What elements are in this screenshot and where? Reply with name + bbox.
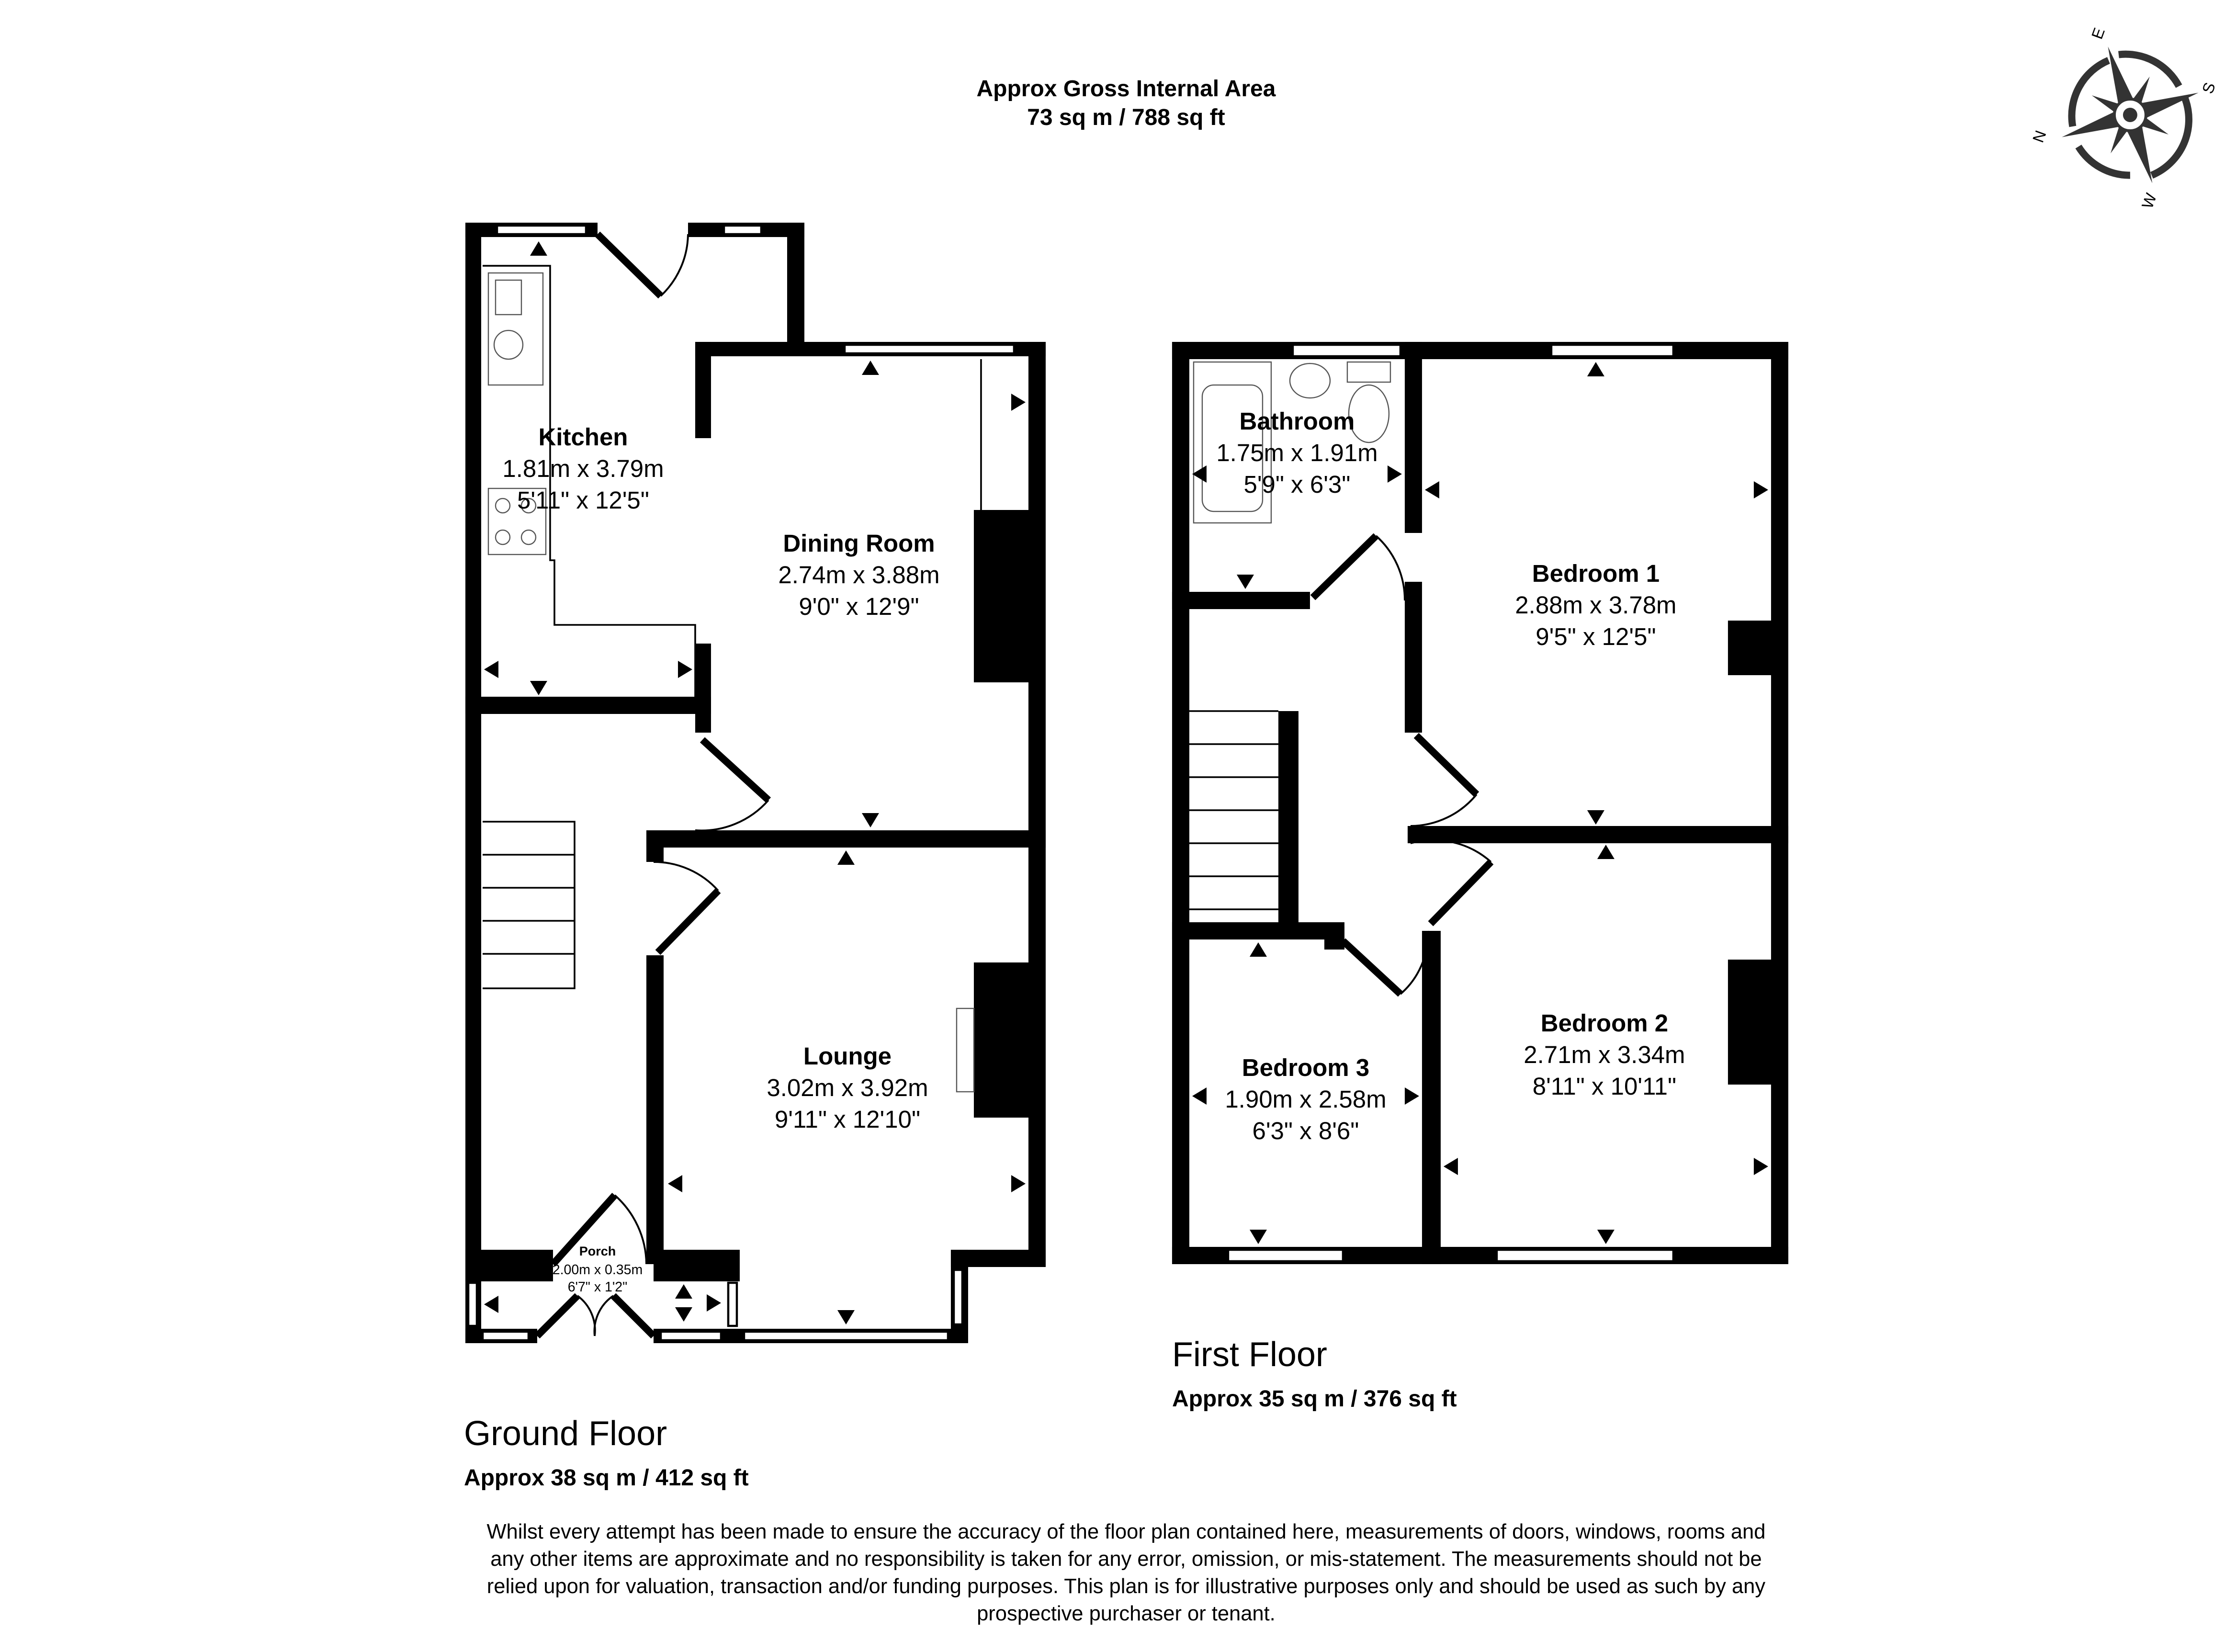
room-name: Kitchen <box>538 423 628 451</box>
compass-s: S <box>2199 80 2219 96</box>
header-title: Approx Gross Internal Area <box>977 76 1276 102</box>
bathroom-fittings <box>1193 361 1391 524</box>
room-imperial: 5'11" x 12'5" <box>517 487 649 514</box>
header-area: 73 sq m / 788 sq ft <box>1027 105 1225 130</box>
disclaimer: Whilst every attempt has been made to en… <box>487 1520 1766 1625</box>
disclaimer-line: Whilst every attempt has been made to en… <box>487 1520 1766 1543</box>
room-metric: 1.75m x 1.91m <box>1216 439 1378 466</box>
room-bedroom-1: Bedroom 1 2.88m x 3.78m 9'5" x 12'5" <box>1515 560 1676 650</box>
first-floor-area: Approx 35 sq m / 376 sq ft <box>1172 1386 1457 1412</box>
room-name: Dining Room <box>783 530 935 557</box>
room-porch: Porch 2.00m x 0.35m 6'7" x 1'2" <box>553 1244 643 1295</box>
first-floor-arrows <box>1192 362 1768 1244</box>
room-metric: 2.71m x 3.34m <box>1524 1041 1685 1068</box>
ground-floor-windows <box>467 224 1016 1342</box>
room-name: Bedroom 2 <box>1541 1009 1668 1037</box>
room-name: Bathroom <box>1240 407 1355 435</box>
disclaimer-line: relied upon for valuation, transaction a… <box>487 1575 1766 1598</box>
room-imperial: 9'11" x 12'10" <box>775 1106 920 1133</box>
room-imperial: 8'11" x 10'11" <box>1533 1073 1676 1100</box>
room-name: Lounge <box>803 1042 892 1070</box>
room-bedroom-2: Bedroom 2 2.71m x 3.34m 8'11" x 10'11" <box>1524 1009 1685 1100</box>
room-lounge: Lounge 3.02m x 3.92m 9'11" x 12'10" <box>767 1042 928 1133</box>
first-floor-label: First Floor <box>1172 1335 1327 1374</box>
room-imperial: 9'0" x 12'9" <box>799 593 919 620</box>
room-metric: 1.81m x 3.79m <box>502 455 664 482</box>
room-metric: 1.90m x 2.58m <box>1225 1086 1386 1113</box>
ground-floor-stairs <box>482 821 576 989</box>
compass-w: W <box>2138 191 2160 211</box>
kitchen-fittings <box>482 265 982 1093</box>
room-name: Bedroom 3 <box>1242 1054 1369 1081</box>
room-imperial: 6'7" x 1'2" <box>568 1279 628 1295</box>
first-floor-stairs <box>1189 710 1278 910</box>
room-bedroom-3: Bedroom 3 1.90m x 2.58m 6'3" x 8'6" <box>1225 1054 1386 1144</box>
room-dining-room: Dining Room 2.74m x 3.88m 9'0" x 12'9" <box>778 530 939 620</box>
room-metric: 2.88m x 3.78m <box>1515 591 1676 619</box>
ground-floor-area: Approx 38 sq m / 412 sq ft <box>464 1465 749 1491</box>
room-metric: 3.02m x 3.92m <box>767 1074 928 1101</box>
room-name: Porch <box>579 1244 616 1258</box>
room-metric: 2.00m x 0.35m <box>553 1262 643 1278</box>
room-imperial: 5'9" x 6'3" <box>1243 471 1350 498</box>
room-bathroom: Bathroom 1.75m x 1.91m 5'9" x 6'3" <box>1216 407 1378 498</box>
room-imperial: 6'3" x 8'6" <box>1252 1117 1359 1144</box>
room-kitchen: Kitchen 1.81m x 3.79m 5'11" x 12'5" <box>502 423 664 514</box>
room-imperial: 9'5" x 12'5" <box>1536 623 1656 650</box>
room-metric: 2.74m x 3.88m <box>778 561 939 588</box>
ground-floor-walls <box>465 223 1046 1343</box>
disclaimer-line: any other items are approximate and no r… <box>490 1548 1762 1571</box>
disclaimer-line: prospective purchaser or tenant. <box>977 1602 1276 1625</box>
dimension-arrows <box>484 241 1026 1324</box>
compass-n: N <box>2029 128 2050 145</box>
first-floor-windows <box>1227 343 1675 1263</box>
room-name: Bedroom 1 <box>1532 560 1660 587</box>
ground-floor-doors <box>534 231 771 1339</box>
compass-rose-icon <box>2062 46 2199 183</box>
first-floor-walls <box>1172 342 1788 1264</box>
first-floor-doors <box>1310 533 1494 997</box>
compass-e: E <box>2088 25 2108 41</box>
ground-floor-label: Ground Floor <box>464 1414 667 1453</box>
